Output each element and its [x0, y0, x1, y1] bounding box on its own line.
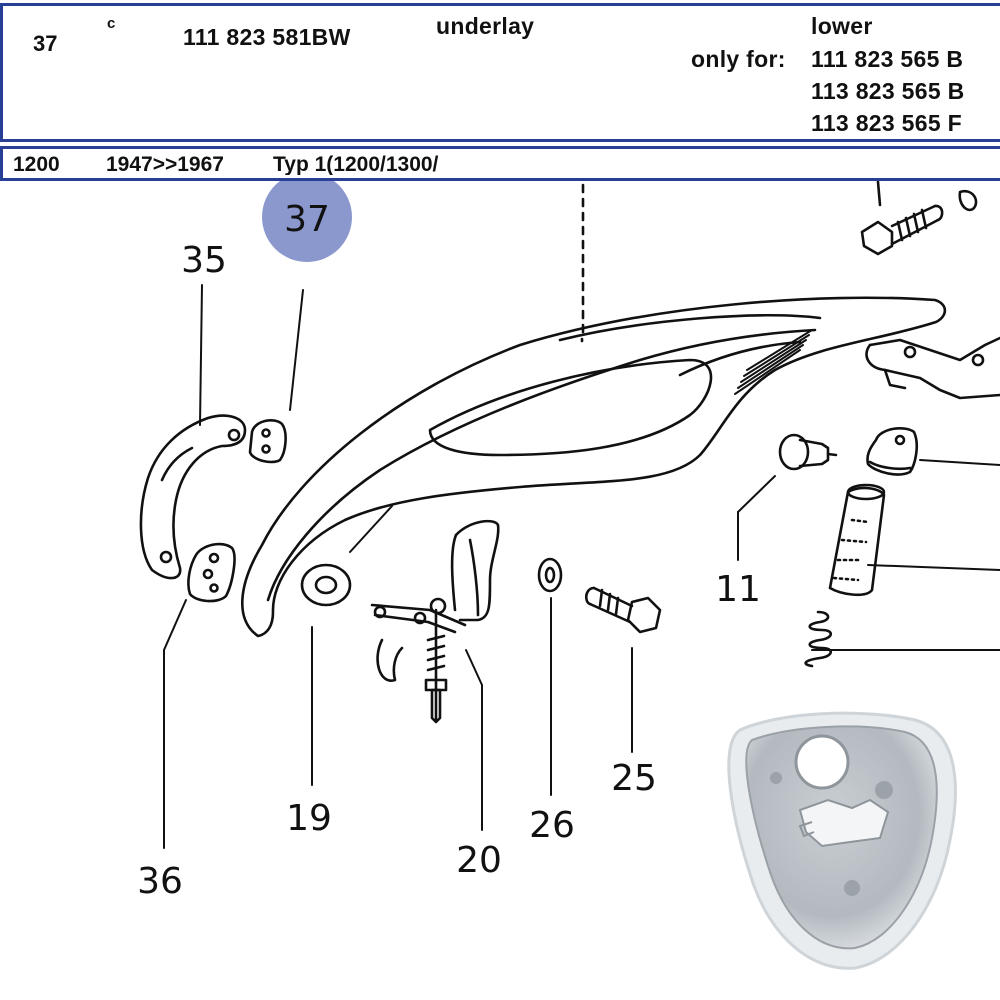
only-for-label: only for:: [691, 46, 786, 72]
callout-37: 37: [284, 199, 330, 240]
callout-25: 25: [611, 758, 657, 799]
screw-part-25: [584, 586, 662, 634]
highlight-bubble: [262, 181, 352, 262]
spring-part: [804, 610, 833, 668]
compatible-part-number: 111 823 565 B: [811, 46, 964, 72]
door-handle-body: [240, 183, 947, 638]
vehicle-info-bar: 1200 1947>>1967 Typ 1(1200/1300/: [0, 146, 1000, 181]
pin-part-11: [778, 433, 838, 471]
pad-part-36: [187, 542, 236, 603]
exploded-parts-diagram: 37 35 36 19 20 26 25 11: [137, 181, 1000, 970]
engine-size: 1200: [13, 153, 60, 176]
lock-cylinder-cap: [866, 426, 918, 476]
callout-35: 35: [181, 240, 227, 281]
callout-19: 19: [286, 798, 332, 839]
washer-part-26: [537, 557, 563, 593]
washer-part-19: [300, 563, 352, 607]
lever-assembly-part-20: [370, 519, 500, 724]
underlay-product-photo: [727, 711, 957, 970]
lock-cylinder: [828, 483, 886, 597]
part-position: 37: [33, 31, 58, 56]
grip-part-35: [139, 414, 247, 580]
part-info-panel: 37 c 111 823 581BW underlay lower only f…: [0, 3, 1000, 142]
compatible-part-number: 113 823 565 F: [811, 110, 962, 136]
gasket-part-37: [248, 418, 287, 464]
bolt-top: [860, 181, 978, 256]
part-note: lower: [811, 13, 873, 39]
vehicle-type: Typ 1(1200/1300/: [273, 154, 439, 175]
compatible-part-number: 113 823 565 B: [811, 78, 965, 104]
part-name: underlay: [436, 13, 535, 39]
callout-20: 20: [456, 840, 502, 881]
leader-lines: [163, 284, 1000, 849]
callout-11: 11: [715, 569, 761, 610]
callout-36: 36: [137, 861, 183, 902]
model-years: 1947>>1967: [106, 153, 224, 176]
part-code: c: [107, 15, 116, 32]
latch-mechanism: [865, 336, 1000, 400]
callout-26: 26: [529, 805, 575, 846]
part-number: 111 823 581BW: [183, 24, 351, 50]
